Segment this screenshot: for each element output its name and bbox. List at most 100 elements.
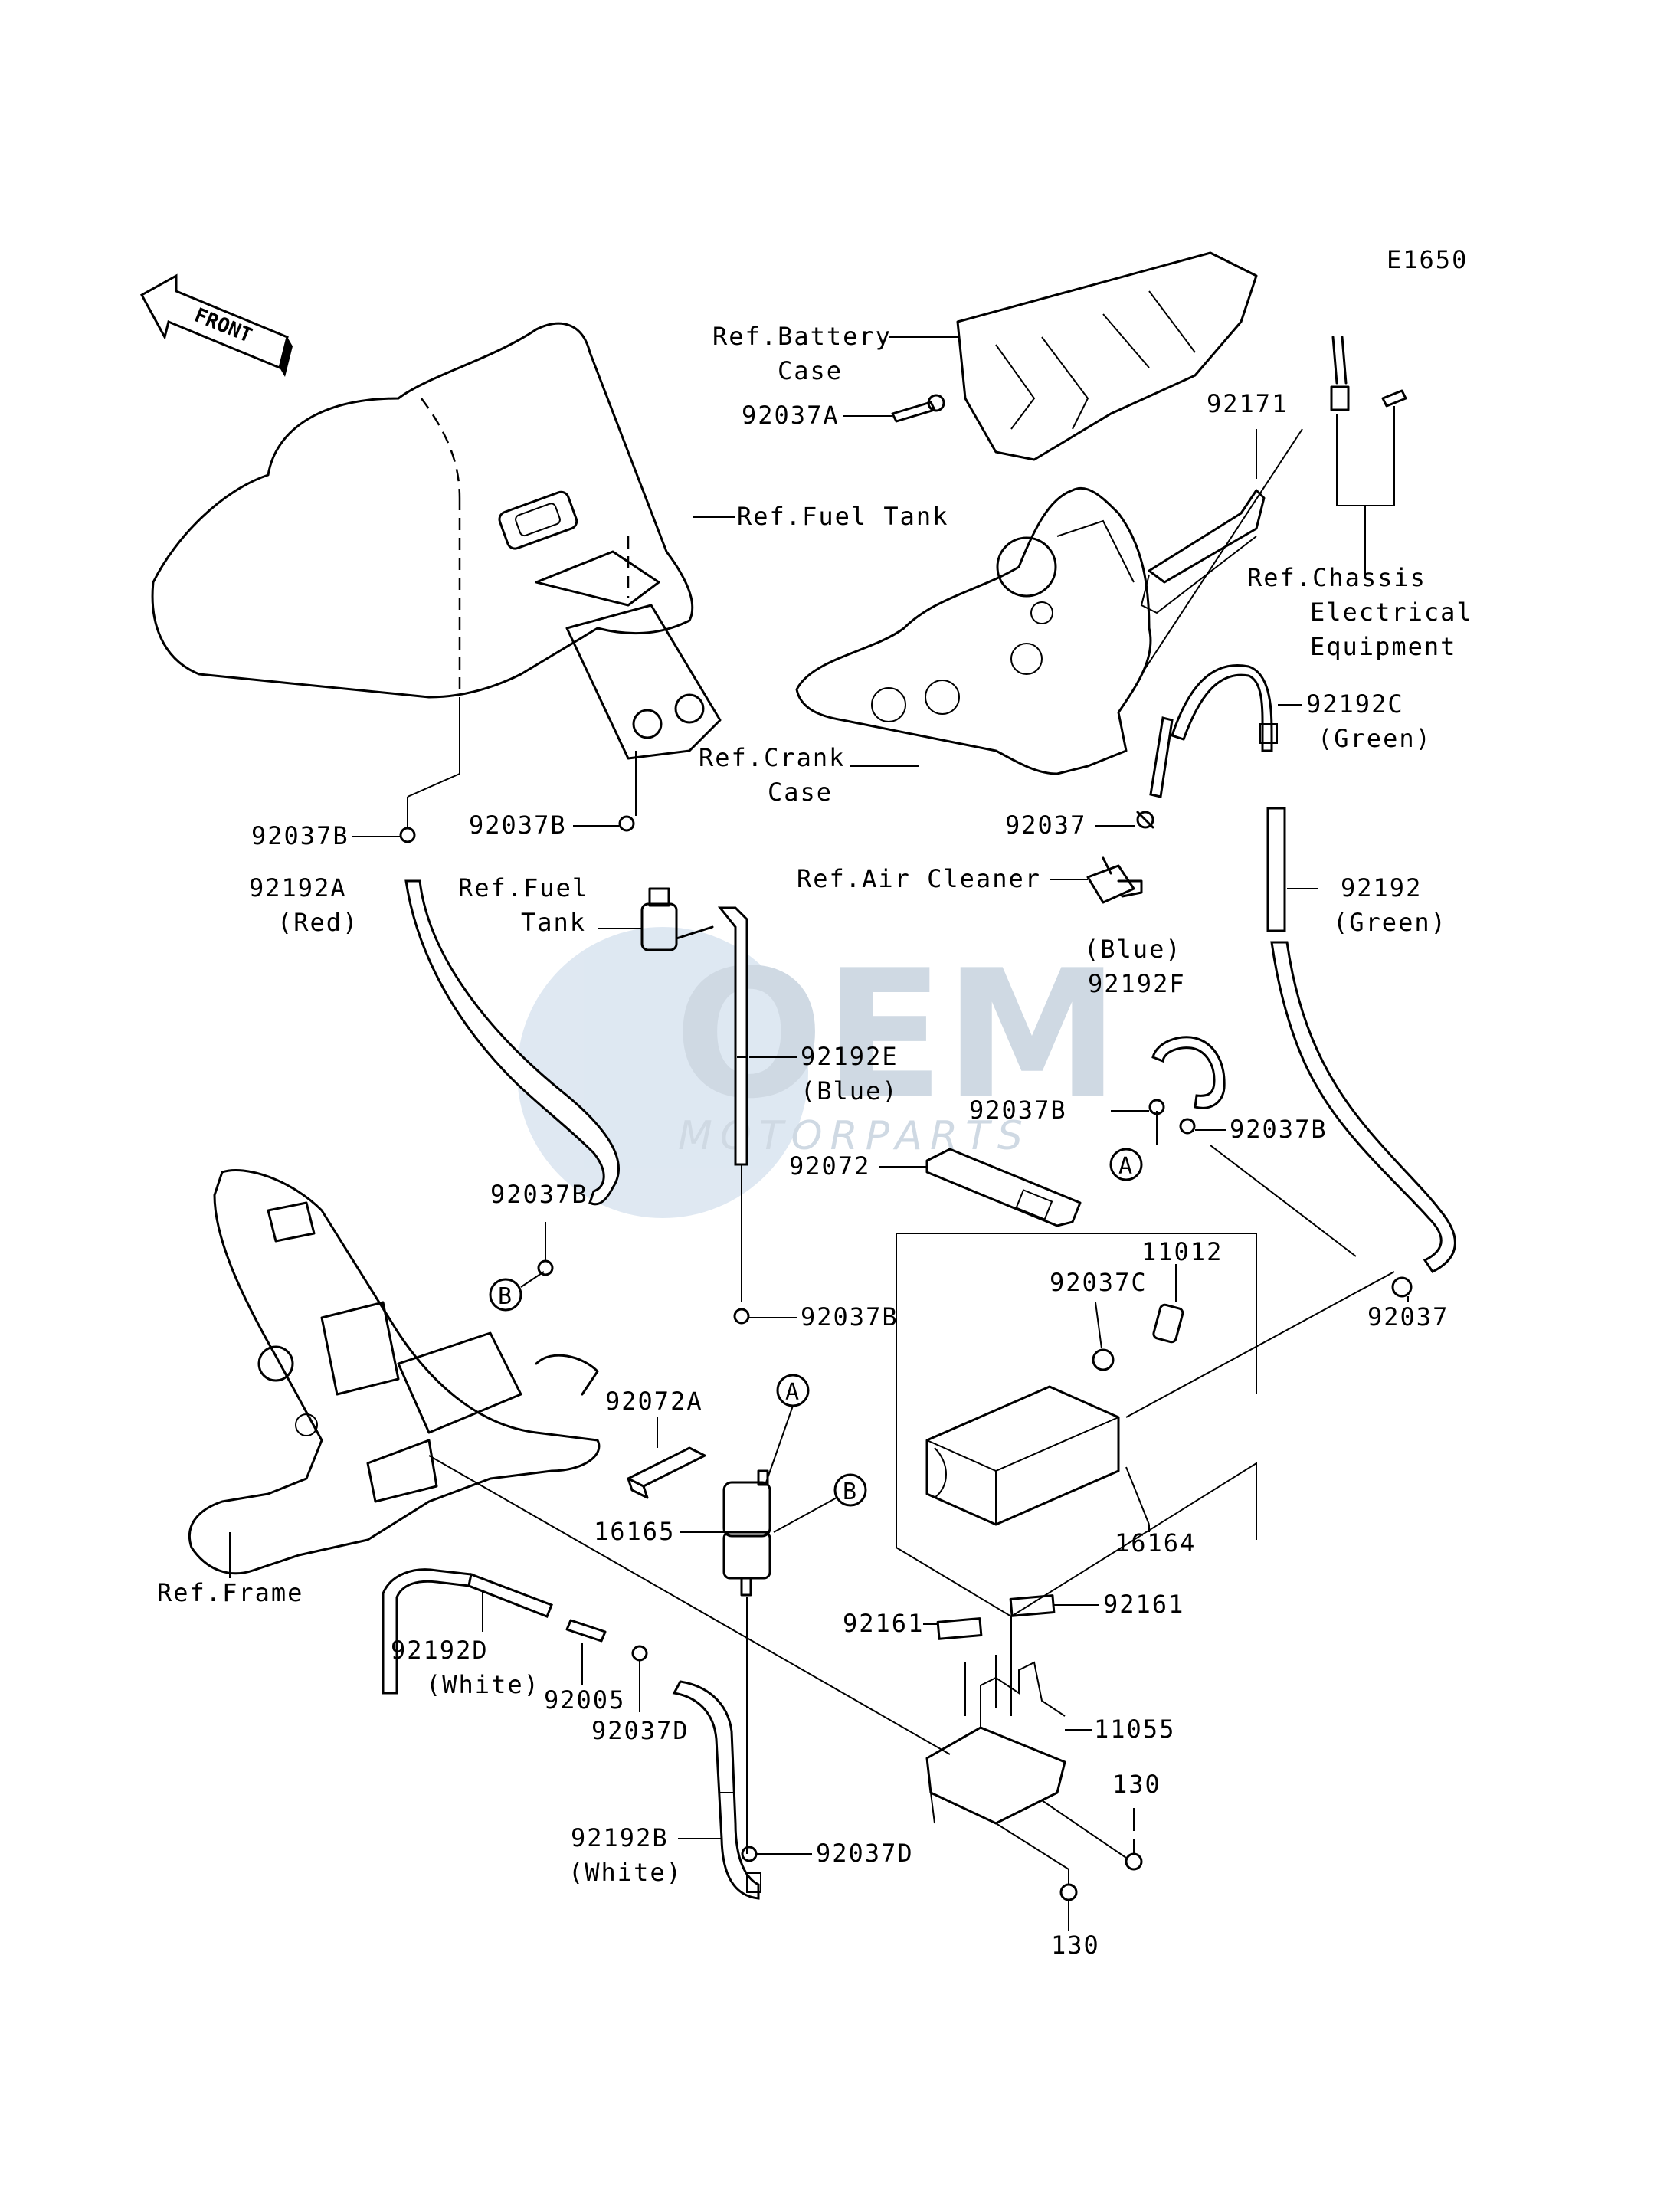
strap-92072-part: [925, 1148, 1082, 1227]
label-chassis-3: Equipment: [1310, 632, 1456, 661]
label-92037B-6: 92037B: [1230, 1115, 1328, 1144]
label-92192D-color: (White): [426, 1670, 540, 1699]
label-92072A: 92072A: [605, 1387, 703, 1416]
label-92192A: 92192A: [249, 873, 347, 902]
label-fuel-tank-ref: Ref.Fuel Tank: [737, 502, 948, 531]
label-92037D-1: 92037D: [591, 1716, 689, 1745]
bolt-130-b-part: [1059, 1869, 1078, 1901]
label-92037D-2: 92037D: [816, 1839, 914, 1868]
callout-b-right-label: B: [843, 1479, 856, 1505]
label-11012: 11012: [1141, 1237, 1223, 1266]
label-11055: 11055: [1094, 1715, 1175, 1744]
front-arrow-icon: FRONT: [139, 273, 293, 377]
label-air-cleaner: Ref.Air Cleaner: [797, 864, 1041, 893]
label-fuel-tank2-2: Tank: [521, 908, 586, 937]
label-92192E: 92192E: [801, 1042, 899, 1071]
clamp-92037B-3-part: [537, 1259, 554, 1276]
label-92037-top: 92037: [1005, 811, 1086, 840]
label-chassis-2: Electrical: [1310, 598, 1473, 627]
label-16165: 16165: [594, 1517, 675, 1546]
hose-92192B-part: [672, 1680, 761, 1900]
pad-92161-a-part: [1009, 1594, 1056, 1617]
label-92037-right: 92037: [1367, 1302, 1449, 1331]
label-92192B-color: (White): [568, 1858, 683, 1887]
diagram-id: E1650: [1387, 245, 1468, 274]
label-92171: 92171: [1207, 389, 1288, 418]
label-92037A: 92037A: [742, 401, 840, 430]
label-92037B-4: 92037B: [801, 1302, 899, 1331]
label-frame-ref: Ref.Frame: [157, 1578, 303, 1607]
canister-box-frame: [896, 1233, 1257, 1716]
label-92037B-1: 92037B: [251, 821, 349, 850]
clamp-92037B-4-part: [733, 1308, 750, 1325]
fuel-tank-ref-part: [151, 322, 722, 760]
canister-16164-part: [925, 1385, 1120, 1526]
bracket-11055-part: [925, 1655, 1066, 1825]
air-cleaner-fitting-part: [1086, 856, 1143, 904]
label-92005: 92005: [544, 1685, 625, 1715]
label-92192D: 92192D: [391, 1636, 489, 1665]
fitting-92005-part: [565, 1619, 607, 1643]
bracket-92171-part: [1140, 489, 1266, 614]
frame-ref-part: [188, 1168, 601, 1575]
label-92192A-color: (Red): [277, 908, 359, 937]
label-92072: 92072: [789, 1151, 870, 1181]
callout-b-left-label: B: [498, 1283, 512, 1310]
clamp-92037B-1-part: [399, 827, 416, 843]
strap-92072A-part: [627, 1446, 706, 1499]
label-92192-green: 92192: [1341, 873, 1422, 902]
label-130-a: 130: [1112, 1770, 1161, 1799]
clamp-92037B-2-part: [618, 815, 635, 832]
label-92037B-5: 92037B: [969, 1096, 1067, 1125]
battery-case-ref-part: [956, 251, 1258, 461]
label-92037B-2: 92037B: [469, 811, 567, 840]
label-92192-green-color: (Green): [1333, 908, 1447, 937]
label-chassis-1: Ref.Chassis: [1247, 563, 1426, 592]
label-92192C-color: (Green): [1318, 724, 1432, 753]
label-battery-case-2: Case: [778, 356, 843, 385]
fuel-filter-16165-part: [722, 1469, 771, 1597]
clamp-92037B-b-part: [1179, 1118, 1196, 1135]
callout-b-right: [833, 1473, 867, 1507]
clamp-92037C-part: [1092, 1348, 1115, 1371]
label-battery-case-1: Ref.Battery: [712, 322, 892, 351]
label-fuel-tank2-1: Ref.Fuel: [458, 873, 588, 902]
clamp-92037D-1-part: [631, 1645, 648, 1662]
crankcase-ref-part: [795, 486, 1152, 775]
bolt-130-a-part: [1125, 1839, 1143, 1871]
callout-a-right-label: A: [1118, 1153, 1132, 1180]
label-92037C: 92037C: [1050, 1268, 1148, 1297]
label-16164: 16164: [1115, 1528, 1196, 1557]
label-92192F: 92192F: [1088, 969, 1186, 998]
callout-a-right: [1109, 1148, 1143, 1181]
label-92192C: 92192C: [1306, 689, 1404, 719]
chassis-electrical-part: [1330, 336, 1407, 411]
clamp-92037-part: [1136, 811, 1154, 829]
label-92192F-color: (Blue): [1084, 935, 1182, 964]
bolt-92037A-part: [891, 394, 945, 423]
watermark-brand: OEM: [674, 933, 1120, 1138]
hose-92192E-part: [717, 906, 748, 1166]
label-130-b: 130: [1051, 1931, 1100, 1960]
label-92192E-color: (Blue): [801, 1076, 899, 1105]
label-92037B-3: 92037B: [490, 1180, 588, 1209]
hose-short-part: [1149, 716, 1174, 798]
callout-a-left-label: A: [785, 1379, 799, 1406]
hose-92192F-part: [1151, 1036, 1226, 1109]
hose-92192D-part: [382, 1568, 553, 1695]
callout-b-left: [489, 1278, 522, 1312]
label-crank-1: Ref.Crank: [699, 743, 845, 772]
label-crank-2: Case: [768, 778, 833, 807]
clamp-92037-right-part: [1391, 1276, 1413, 1298]
label-92161-a: 92161: [843, 1609, 924, 1638]
hose-92192-green-part: [1266, 807, 1456, 1273]
clamp-92037D-2-part: [741, 1846, 758, 1862]
pad-92161-b-part: [936, 1617, 983, 1640]
hose-92192C-part: [1171, 664, 1278, 752]
fuel-tank-fitting-part: [640, 887, 714, 951]
hose-92192A-part: [404, 879, 620, 1206]
label-92161-b: 92161: [1103, 1590, 1184, 1619]
cap-11012-part: [1152, 1303, 1184, 1344]
